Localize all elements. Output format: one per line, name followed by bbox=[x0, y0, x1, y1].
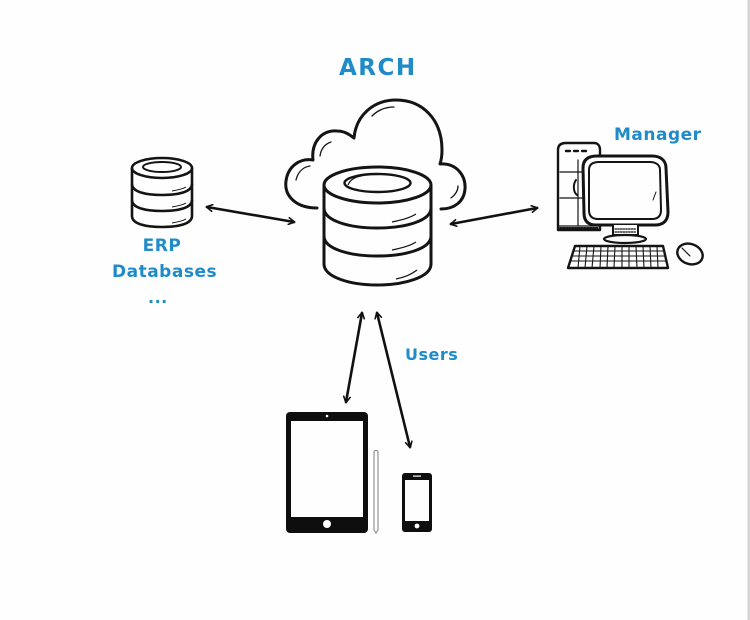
diagram-title: ARCH bbox=[339, 55, 417, 81]
arrow-central-tablet bbox=[346, 313, 362, 402]
desktop-computer-icon bbox=[556, 141, 704, 270]
erp-database-icon bbox=[130, 156, 194, 229]
erp-label-line2: Databases bbox=[112, 262, 218, 282]
arrow-central-phone bbox=[377, 313, 410, 447]
users-label: Users bbox=[405, 345, 459, 364]
phone-icon bbox=[402, 473, 432, 532]
arrow-central-manager bbox=[451, 208, 537, 224]
arrow-erp-central bbox=[207, 207, 294, 222]
central-database-icon bbox=[322, 165, 433, 287]
tablet-icon bbox=[286, 412, 368, 533]
stylus-icon bbox=[373, 449, 379, 534]
manager-label: Manager bbox=[614, 125, 702, 145]
cloud-icon bbox=[284, 98, 467, 211]
erp-label-ellipsis: ... bbox=[148, 288, 168, 307]
erp-label-line1: ERP bbox=[142, 236, 182, 256]
page-right-border bbox=[747, 0, 750, 620]
